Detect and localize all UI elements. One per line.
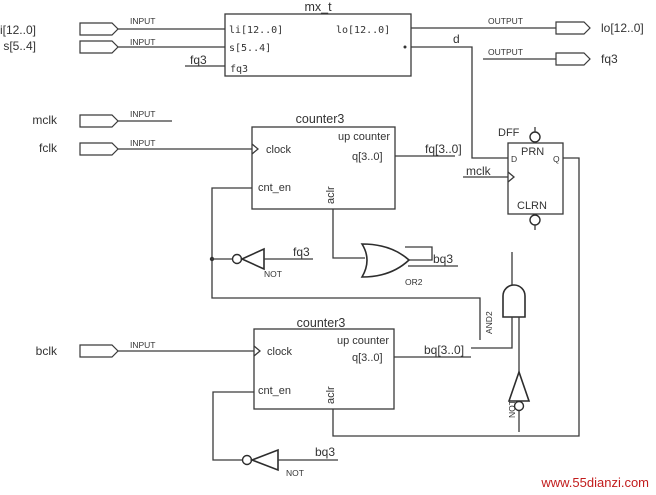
input-label-mclk: mclk [32,113,58,127]
and2-gate[interactable] [502,284,526,318]
counter2-type: up counter [337,335,389,347]
counter1-aclr-pin: aclr [325,186,337,204]
input-tag: INPUT [130,138,156,148]
output-tag: OUTPUT [488,47,523,57]
input-port-shape [79,344,119,358]
or2-gate-label: OR2 [405,277,423,287]
input-port-mclk[interactable]: mclk INPUT [32,109,172,128]
counter2-q-pin: q[3..0] [352,352,383,364]
input-tag: INPUT [130,109,156,119]
dff-prn-pin: PRN [521,146,544,158]
counter1-q-pin: q[3..0] [352,151,383,163]
input-port-shape [79,22,119,36]
not-gate-2[interactable] [507,369,531,412]
counter2-body [253,328,395,410]
counter1-title: counter3 [296,112,345,126]
or2-gate[interactable] [360,243,411,278]
counter1-out-wire-label: fq[3..0] [425,142,462,156]
dff-clrn-pin: CLRN [517,200,547,212]
not-gate-3-input-label: bq3 [315,445,335,459]
mux-title: mx_t [304,0,332,14]
counter2-clock-pin: clock [267,346,293,358]
dff-clk-wire-label: mclk [466,164,492,178]
input-port-li[interactable]: li[12..0] INPUT [0,16,225,37]
input-port-shape [79,142,119,156]
counter2-title: counter3 [297,316,346,330]
mux-pin-s: s[5..4] [229,43,271,54]
input-label-fclk: fclk [39,141,58,155]
input-port-shape [79,114,119,128]
counter1-enable-pin: cnt_en [258,182,291,194]
dff-d-pin: D [511,154,517,164]
dff-body [507,142,564,215]
counter2-out-wire-label: bq[3..0] [424,343,464,357]
watermark: www.55dianzi.com [540,475,649,490]
counter2-block[interactable]: counter3 clock cnt_en up counter q[3..0]… [253,316,395,410]
dff-block[interactable]: DFF PRN CLRN D Q [498,127,564,230]
input-label-bclk: bclk [36,344,58,358]
mux-pin-lo: lo[12..0] [336,25,390,36]
dff-q-pin: Q [553,154,560,164]
output-port-lo[interactable]: OUTPUT lo[12..0] [488,16,644,35]
not-gate-3-label: NOT [286,468,304,478]
not-gate-3[interactable] [241,448,279,472]
mux-fq3-wire-label: fq3 [190,53,207,67]
input-port-s[interactable]: s[5..4] INPUT [3,37,225,54]
mux-pin-li: li[12..0] [229,25,283,36]
mux-body [224,13,412,77]
input-port-bclk[interactable]: bclk INPUT [36,340,254,358]
input-tag: INPUT [130,340,156,350]
input-tag: INPUT [130,37,156,47]
output-label-fq3: fq3 [601,52,618,66]
output-port-fq3[interactable]: OUTPUT fq3 [488,47,618,66]
counter1-clock-pin: clock [266,144,292,156]
counter2-enable-pin: cnt_en [258,385,291,397]
output-label-lo: lo[12..0] [601,21,644,35]
mux-d-wire-label: d [453,32,460,46]
not-gate-1[interactable] [231,247,265,271]
counter1-body [251,126,396,210]
not-gate-1-label: NOT [264,269,282,279]
mux-block[interactable]: mx_t li[12..0] s[5..4] fq3 lo[12..0] [224,0,412,77]
and2-gate-label: AND2 [484,311,494,334]
not-gate-1-input-label: fq3 [293,245,310,259]
output-port-shape [555,21,591,35]
or2-input-label: bq3 [433,252,453,266]
counter1-type: up counter [338,131,390,143]
not-gate-2-label: NOT [507,400,517,418]
counter1-block[interactable]: counter3 clock cnt_en up counter q[3..0]… [251,112,396,210]
counter2-aclr-pin: aclr [325,386,337,404]
input-label-s: s[5..4] [3,39,36,53]
input-port-shape [79,40,119,54]
mux-pin-fq3: fq3 [230,64,248,75]
input-port-fclk[interactable]: fclk INPUT [39,138,252,156]
output-port-shape [555,52,591,66]
dff-title: DFF [498,127,520,139]
input-tag: INPUT [130,16,156,26]
input-label-li: li[12..0] [0,23,36,37]
output-tag: OUTPUT [488,16,523,26]
